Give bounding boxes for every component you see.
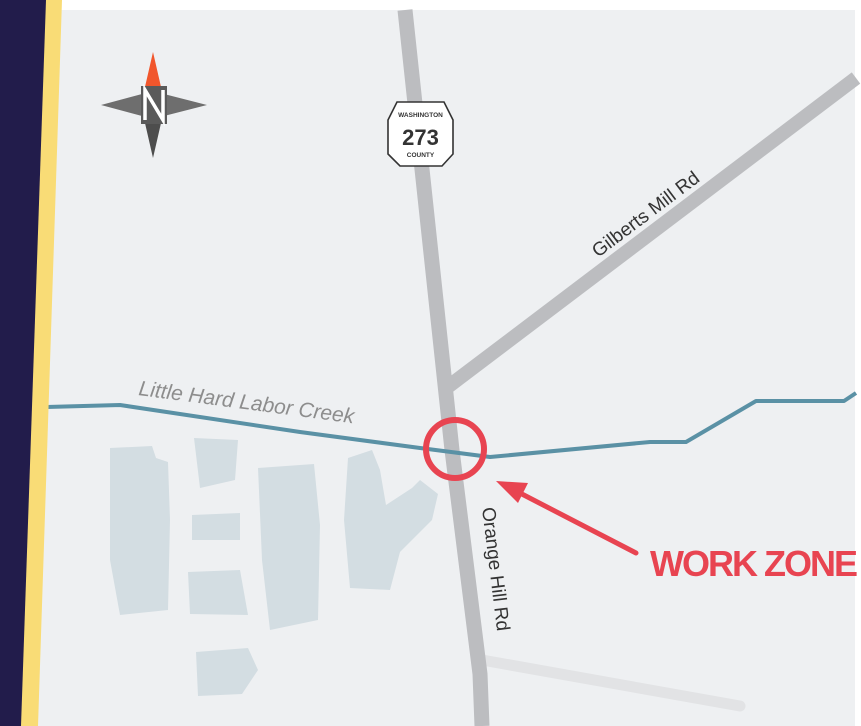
shield-route-number: 273 [402,125,439,150]
water-shape-5 [258,464,320,630]
gilberts-mill-road [444,72,861,392]
route-273-road [397,9,490,726]
compass-east-point [164,94,207,116]
water-shape-1 [110,446,170,615]
work-zone-arrow-shaft [515,489,639,556]
water-shape-2 [194,438,238,488]
water-shape-7 [196,648,258,696]
work-zone-circle [423,417,487,481]
shield-bottom-text: COUNTY [407,152,435,159]
shield-top-text: WASHINGTON [398,112,443,119]
route-273-shield: WASHINGTON 273 COUNTY [387,101,454,167]
work-zone-label: WORK ZONE [650,543,857,584]
water-shape-6 [344,450,438,590]
compass-n-glyph [143,83,165,127]
navy-accent-band [0,0,46,726]
water-bodies [110,438,438,696]
shield-outline [387,101,454,167]
minor-road [476,654,746,712]
water-shape-3 [192,513,240,540]
work-zone-arrow-head [496,481,528,503]
compass-west-point [101,94,142,116]
compass-rose-icon: N [101,52,207,158]
water-shape-4 [188,570,248,615]
little-hard-labor-creek [9,391,858,459]
